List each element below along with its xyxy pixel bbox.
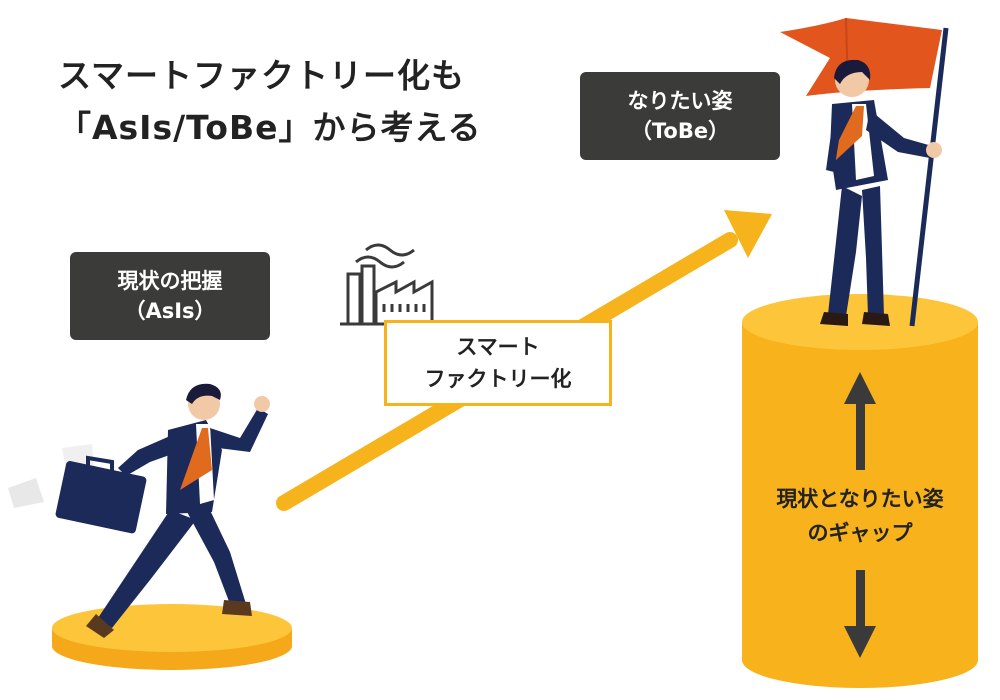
- gap-label-line-2: のギャップ: [807, 521, 913, 545]
- asis-label: 現状の把握 （AsIs）: [70, 252, 270, 340]
- tobe-label: なりたい姿 （ToBe）: [580, 72, 780, 160]
- page-title: スマートファクトリー化も 「AsIs/ToBe」から考える: [58, 50, 482, 154]
- smart-factory-line-1: スマート: [456, 335, 540, 359]
- gap-label: 現状となりたい姿 のギャップ: [748, 482, 972, 550]
- title-line-2: 「AsIs/ToBe」から考える: [58, 108, 482, 147]
- flag-businessman: [780, 17, 949, 327]
- arrow-up-icon: [844, 372, 876, 470]
- factory-icon: [340, 243, 436, 326]
- asis-label-line-2: （AsIs）: [124, 299, 216, 323]
- tobe-label-line-1: なりたい姿: [627, 89, 733, 113]
- arrow-down-icon: [844, 570, 876, 658]
- tobe-label-line-2: （ToBe）: [630, 119, 730, 143]
- running-businessman: [8, 383, 270, 638]
- gap-label-line-1: 現状となりたい姿: [776, 487, 944, 511]
- goal-pillar: [742, 294, 978, 688]
- smart-factory-label: スマート ファクトリー化: [384, 320, 612, 406]
- smart-factory-line-2: ファクトリー化: [424, 367, 572, 391]
- start-platform: [52, 604, 292, 670]
- title-line-1: スマートファクトリー化も: [58, 56, 466, 95]
- asis-label-line-1: 現状の把握: [117, 269, 223, 293]
